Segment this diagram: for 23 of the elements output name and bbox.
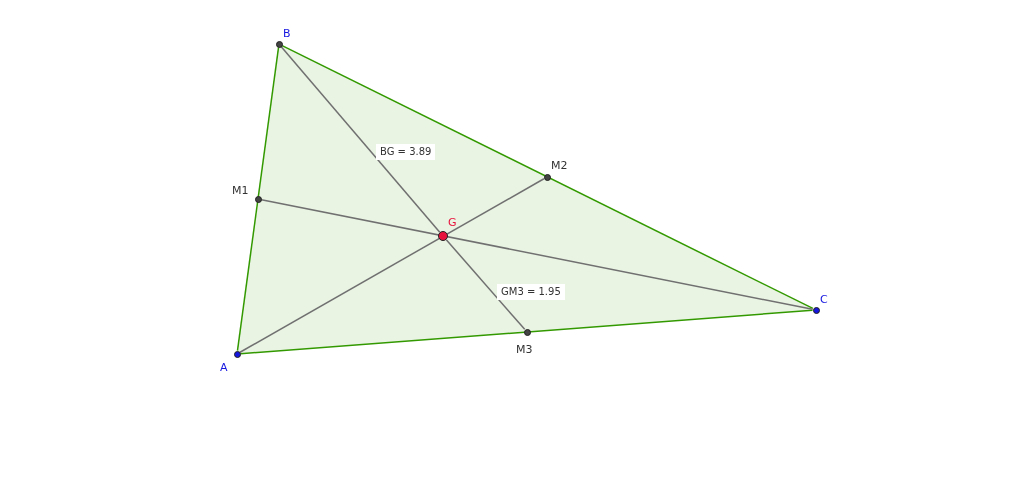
point bbox=[543, 173, 551, 181]
median-line bbox=[445, 239, 526, 331]
point bbox=[812, 306, 820, 314]
point bbox=[438, 231, 448, 241]
point-label: B bbox=[283, 28, 291, 39]
point bbox=[523, 328, 531, 336]
median-line bbox=[260, 198, 814, 311]
point bbox=[254, 195, 262, 203]
edge-label: BG = 3.89 bbox=[376, 144, 436, 160]
point bbox=[275, 40, 283, 48]
point-label: M3 bbox=[516, 344, 533, 355]
point-label: M2 bbox=[551, 160, 568, 171]
point-label: G bbox=[448, 217, 457, 228]
triangle-side bbox=[239, 309, 814, 355]
edge-label: GM3 = 1.95 bbox=[497, 284, 565, 300]
point-label: C bbox=[820, 294, 828, 305]
median-line bbox=[239, 178, 545, 353]
point-label: A bbox=[220, 362, 228, 373]
median-line bbox=[280, 45, 441, 233]
point-label: M1 bbox=[232, 185, 249, 196]
point bbox=[233, 350, 241, 358]
triangle-side bbox=[236, 46, 280, 352]
triangle-side bbox=[281, 44, 814, 310]
